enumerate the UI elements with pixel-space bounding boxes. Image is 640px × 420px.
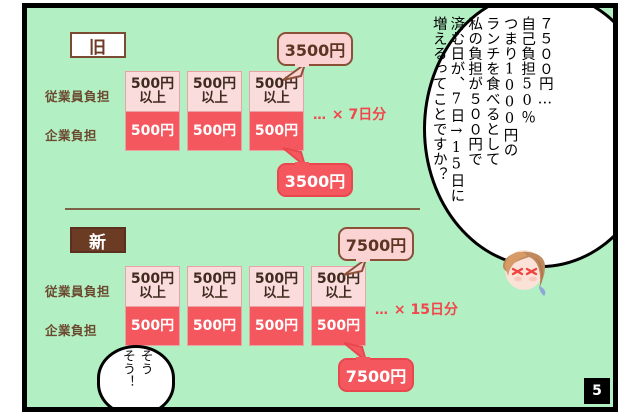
money-stack: 500円 以上 500円 bbox=[311, 266, 366, 346]
speech-line: ７５００円… bbox=[536, 16, 553, 109]
money-stack: 500円 以上 500円 bbox=[249, 266, 304, 346]
speech-line: ランチを食べるとして bbox=[483, 16, 500, 167]
company-cell: 500円 bbox=[126, 111, 179, 150]
multiplier-count: 15日分 bbox=[410, 302, 458, 318]
callout-tail-icon bbox=[282, 62, 309, 81]
employee-cell: 500円 以上 bbox=[188, 72, 241, 111]
speech-line: 私の負担が５００円で bbox=[466, 16, 483, 167]
mini-speech-bubble-text: そう そう！ bbox=[103, 349, 169, 407]
company-cell: 500円 bbox=[188, 306, 241, 345]
money-stack: 500円 以上 500円 bbox=[125, 71, 180, 151]
money-stack: 500円 以上 500円 bbox=[187, 71, 242, 151]
employee-amount: 500円 bbox=[254, 76, 299, 93]
company-cell: 500円 bbox=[250, 306, 303, 345]
page-number: 5 bbox=[584, 378, 610, 404]
mini-speech-bubble bbox=[97, 345, 175, 407]
section-tag-old: 旧 bbox=[70, 32, 126, 58]
multiplier-times: × bbox=[393, 302, 406, 318]
section-tag-new: 新 bbox=[70, 227, 126, 253]
speech-line: 自己負担50％ bbox=[519, 16, 536, 125]
row-label-employee-new: 従業員負担 bbox=[45, 284, 111, 299]
employee-amount: 500円 bbox=[316, 271, 361, 288]
company-cell: 500円 bbox=[312, 306, 365, 345]
multiplier-times: × bbox=[331, 107, 344, 123]
money-stack: 500円 以上 500円 bbox=[125, 266, 180, 346]
employee-cell: 500円 以上 bbox=[312, 267, 365, 306]
comic-frame: 旧 従業員負担 企業負担 500円 以上 500円 500円 以上 500円 5… bbox=[22, 3, 618, 412]
multiplier-dots: … bbox=[375, 303, 389, 318]
money-stack: 500円 以上 500円 bbox=[249, 71, 304, 151]
speech-line: 増えるってことですか？ bbox=[430, 16, 447, 183]
employee-amount: 500円 bbox=[130, 76, 175, 93]
multiplier-count: 7日分 bbox=[348, 107, 387, 123]
callout-new-company-total: 7500円 bbox=[338, 358, 414, 392]
speech-bubble bbox=[423, 8, 613, 268]
employee-amount-suffix: 以上 bbox=[201, 89, 228, 106]
callout-tail-icon bbox=[343, 342, 370, 363]
callout-new-employee-total: 7500円 bbox=[338, 227, 414, 261]
callout-old-company-total: 3500円 bbox=[277, 163, 353, 197]
employee-amount-suffix: 以上 bbox=[201, 284, 228, 301]
employee-amount: 500円 bbox=[130, 271, 175, 288]
employee-amount-suffix: 以上 bbox=[263, 284, 290, 301]
speech-line: つまり1000円の bbox=[501, 16, 518, 158]
employee-amount-suffix: 以上 bbox=[139, 89, 166, 106]
multiplier-new: … × 15日分 bbox=[375, 299, 458, 319]
employee-cell: 500円 以上 bbox=[126, 72, 179, 111]
employee-amount: 500円 bbox=[192, 271, 237, 288]
employee-cell: 500円 以上 bbox=[126, 267, 179, 306]
company-cell: 500円 bbox=[126, 306, 179, 345]
money-stack: 500円 以上 500円 bbox=[187, 266, 242, 346]
row-label-company-new: 企業負担 bbox=[45, 323, 98, 338]
employee-amount: 500円 bbox=[192, 76, 237, 93]
employee-cell: 500円 以上 bbox=[188, 267, 241, 306]
mini-speech-line: そう！ bbox=[120, 349, 135, 388]
callout-tail-icon bbox=[282, 147, 309, 168]
row-label-company-old: 企業負担 bbox=[45, 128, 98, 143]
company-cell: 500円 bbox=[250, 111, 303, 150]
speech-bubble-text: ７５００円… 自己負担50％ つまり1000円の ランチを食べるとして 私の負担… bbox=[429, 16, 553, 203]
employee-amount: 500円 bbox=[254, 271, 299, 288]
callout-old-employee-total: 3500円 bbox=[277, 32, 353, 66]
multiplier-dots: … bbox=[313, 108, 327, 123]
mini-speech-line: そう bbox=[137, 349, 153, 375]
employee-amount-suffix: 以上 bbox=[263, 89, 290, 106]
employee-amount-suffix: 以上 bbox=[139, 284, 166, 301]
callout-tail-icon bbox=[343, 257, 370, 276]
section-divider bbox=[65, 208, 420, 210]
employee-cell: 500円 以上 bbox=[250, 72, 303, 111]
row-label-employee-old: 従業員負担 bbox=[45, 89, 111, 104]
employee-cell: 500円 以上 bbox=[250, 267, 303, 306]
speech-line: 済む日が、7日→15日に bbox=[448, 16, 465, 204]
company-cell: 500円 bbox=[188, 111, 241, 150]
character-avatar bbox=[503, 250, 546, 296]
multiplier-old: … × 7日分 bbox=[313, 104, 386, 124]
employee-amount-suffix: 以上 bbox=[325, 284, 352, 301]
